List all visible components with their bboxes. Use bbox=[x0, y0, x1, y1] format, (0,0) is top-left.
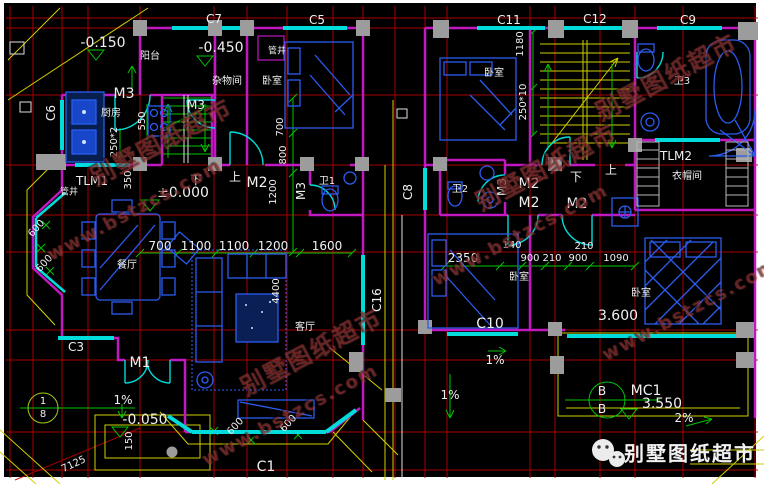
dim-1200v: 1200 bbox=[268, 179, 279, 205]
dim-1090: 1090 bbox=[603, 253, 629, 264]
dim-150: 150 bbox=[124, 431, 135, 451]
room-label-shaft-top: 管井 bbox=[267, 46, 287, 57]
window-label-c12: C12 bbox=[583, 12, 607, 26]
dim-row-1600: 1600 bbox=[311, 239, 343, 253]
window-label-c11: C11 bbox=[497, 13, 521, 27]
dim-700v: 700 bbox=[275, 117, 286, 137]
elevation-floor-right: 3.600 bbox=[597, 308, 639, 324]
window-label-c5: C5 bbox=[308, 13, 326, 27]
window-label-c9: C9 bbox=[679, 13, 697, 27]
axis-bubble-num: 1 bbox=[39, 396, 47, 407]
room-label-living: 客厅 bbox=[295, 322, 315, 333]
room-label-dining: 餐厅 bbox=[117, 260, 137, 271]
elevation-storage: -0.450 bbox=[198, 40, 244, 56]
drawing-canvas bbox=[4, 3, 756, 477]
room-label-kitchen: 厨房 bbox=[101, 108, 121, 119]
door-label-m2-c: M2 bbox=[566, 196, 588, 212]
dim-row-1200: 1200 bbox=[257, 239, 289, 253]
window-lines bbox=[34, 26, 738, 434]
window-label-c7: C7 bbox=[205, 12, 223, 26]
room-label-bath2: 卫2 bbox=[451, 184, 469, 195]
room-label-bedroom1-right: 卧室 bbox=[484, 68, 504, 79]
window-label-c10: C10 bbox=[476, 316, 504, 332]
slope-right-2pct: 2% bbox=[674, 411, 694, 425]
brand-logo-text: 别墅图纸超市 bbox=[624, 441, 756, 466]
window-label-c8: C8 bbox=[401, 183, 415, 201]
window-label-mc1: MC1 bbox=[630, 383, 662, 399]
slope-right-b: 1% bbox=[440, 388, 460, 402]
misc-lines bbox=[9, 41, 408, 478]
door-label-tlm1: TLM1 bbox=[75, 174, 109, 188]
room-label-bath3: 卫3 bbox=[673, 76, 691, 87]
door-label-m3-balcony: M3 bbox=[113, 86, 135, 102]
dim-140: 140 bbox=[502, 240, 522, 251]
door-label-m2-a: M2 bbox=[518, 176, 540, 192]
room-label-bedroom3-right: 卧室 bbox=[631, 288, 651, 299]
dim-250x10: 250*10 bbox=[518, 83, 529, 121]
room-label-bedroom-left: 卧室 bbox=[262, 76, 282, 87]
section-mark-bottom: B bbox=[597, 402, 607, 416]
elevation-porch: -0.050 bbox=[122, 412, 168, 428]
axis-bubble-circle bbox=[27, 392, 59, 424]
section-mark-circle bbox=[588, 381, 626, 419]
room-label-bedroom2-right: 卧室 bbox=[509, 272, 529, 283]
dim-800v: 800 bbox=[278, 145, 289, 165]
door-label-m3-storage: M3 bbox=[187, 98, 205, 112]
dim-210b: 210 bbox=[542, 253, 562, 264]
furniture bbox=[65, 39, 756, 419]
stair-up-left: 上 bbox=[228, 170, 242, 184]
axis-grid-lines bbox=[6, 6, 758, 481]
door-label-m2-left: M2 bbox=[246, 175, 268, 191]
room-label-balcony: 阳台 bbox=[140, 51, 160, 62]
window-label-c1: C1 bbox=[256, 459, 276, 475]
dim-1180: 1180 bbox=[515, 31, 526, 57]
door-label-tlm2: TLM2 bbox=[659, 149, 693, 163]
room-label-cloak: 衣帽间 bbox=[672, 171, 702, 182]
dim-row-700: 700 bbox=[148, 239, 172, 253]
elevation-balcony-right: 3.550 bbox=[641, 396, 683, 412]
room-label-storage: 杂物间 bbox=[212, 76, 242, 87]
wardrobe-hatch bbox=[636, 141, 749, 207]
slope-left-1pct: 1% bbox=[113, 393, 133, 407]
dim-900b: 900 bbox=[568, 253, 588, 264]
slope-right-a: 1% bbox=[485, 353, 505, 367]
roof-eave-lines bbox=[0, 7, 764, 484]
dimension-lines bbox=[20, 27, 713, 445]
axis-bubble-den: 8 bbox=[39, 409, 47, 420]
elevation-balcony: -0.150 bbox=[80, 35, 126, 51]
window-label-c3: C3 bbox=[67, 340, 85, 354]
window-label-c6: C6 bbox=[44, 104, 58, 122]
dim-4400: 4400 bbox=[271, 278, 282, 304]
dim-210a: 210 bbox=[574, 241, 594, 252]
dim-row-1100b: 1100 bbox=[218, 239, 250, 253]
stair-down-right: 下 bbox=[569, 170, 583, 184]
stair-up-right: 上 bbox=[604, 163, 618, 177]
room-label-shaft-left: 管井 bbox=[59, 187, 79, 198]
door-label-m2-b: M2 bbox=[518, 195, 540, 211]
stair-down-left: 下 bbox=[189, 173, 203, 187]
elevation-floor-left: ±0.000 bbox=[157, 185, 209, 201]
section-mark-top: B bbox=[597, 384, 607, 398]
room-label-bath1: 卫1 bbox=[318, 176, 336, 187]
door-label-m3-bath: M3 bbox=[294, 182, 308, 200]
dim-row-1100a: 1100 bbox=[180, 239, 212, 253]
dim-2350: 2350 bbox=[447, 251, 479, 265]
door-label-m1: M1 bbox=[129, 355, 151, 371]
wechat-icon bbox=[592, 439, 625, 467]
door-swing-arcs bbox=[114, 51, 664, 384]
dim-900a: 900 bbox=[520, 253, 540, 264]
